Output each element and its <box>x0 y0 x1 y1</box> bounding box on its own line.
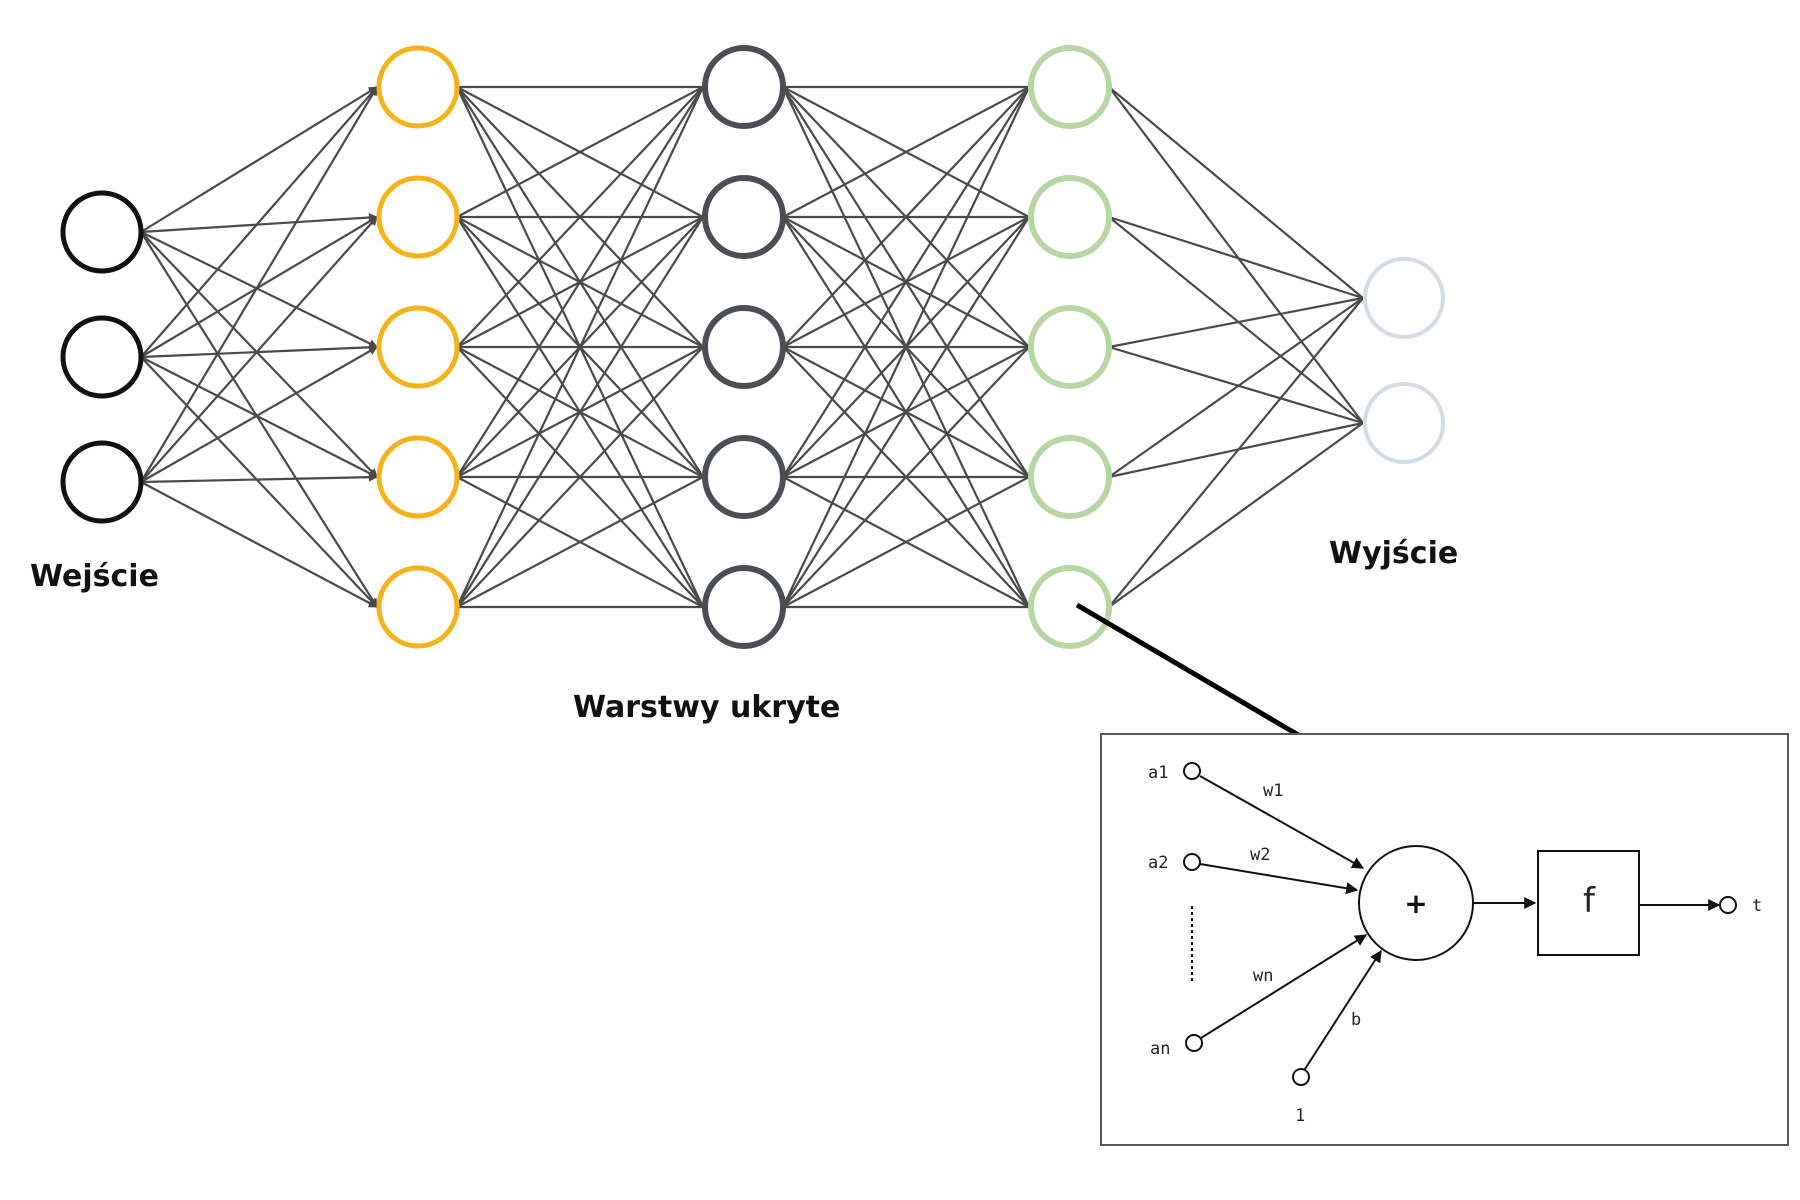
input-node-a1 <box>1183 762 1201 780</box>
connection-l0-0-to-3 <box>140 231 378 478</box>
connection-l1-2-to-0 <box>456 86 704 348</box>
input-neuron-2 <box>60 315 144 399</box>
connection-l3-4-to-1 <box>1108 422 1364 608</box>
weight-edge-wn <box>1200 934 1368 1039</box>
hidden-layers-label: Warstwy ukryte <box>573 690 840 725</box>
hidden-3-neuron-1 <box>1028 45 1112 129</box>
connection-l3-0-to-0 <box>1108 86 1364 299</box>
output-node-t <box>1719 896 1737 914</box>
hidden-1-neuron-3 <box>376 305 460 389</box>
hidden-2-neuron-1 <box>702 45 786 129</box>
input-node-an <box>1185 1034 1203 1052</box>
weight-edge-w2 <box>1199 863 1359 895</box>
connection-l1-4-to-2 <box>456 346 704 608</box>
output-neuron-1 <box>1363 257 1445 339</box>
connection-l3-1-to-0 <box>1108 215 1364 300</box>
connection-l2-4-to-1 <box>782 216 1030 608</box>
hidden-3-neuron-3 <box>1028 305 1112 389</box>
bias-edge <box>1304 949 1382 1070</box>
connection-l2-4-to-2 <box>782 346 1030 608</box>
neuron-model-panel: a1 w1 a2 w2 an wn 1 b + f t <box>1100 733 1789 1146</box>
hidden-1-neuron-1 <box>376 45 460 129</box>
input-neuron-1 <box>60 190 144 274</box>
output-layer-label: Wyjście <box>1329 536 1458 571</box>
weight-label-w1: w1 <box>1263 781 1283 801</box>
connection-l0-2-to-0 <box>140 86 378 483</box>
weight-label-w2: w2 <box>1250 845 1270 865</box>
input-label-a1: a1 <box>1148 763 1168 783</box>
connection-l0-1-to-2 <box>140 342 378 359</box>
connection-l3-0-to-1 <box>1108 86 1364 424</box>
connection-l0-0-to-1 <box>140 213 378 234</box>
hidden-1-neuron-5 <box>376 565 460 649</box>
network-neurons <box>60 45 1445 649</box>
connection-l2-4-to-0 <box>782 86 1030 608</box>
connection-l0-1-to-0 <box>140 86 378 358</box>
connection-l1-3-to-0 <box>456 86 704 478</box>
connection-l3-3-to-0 <box>1108 297 1364 478</box>
connection-l0-1-to-1 <box>140 216 378 358</box>
connection-l3-4-to-0 <box>1108 297 1364 608</box>
bias-input-label: 1 <box>1295 1106 1305 1126</box>
connection-l1-4-to-3 <box>456 476 704 608</box>
network-connections <box>140 85 1364 609</box>
activation-function-box <box>1537 850 1640 956</box>
hidden-3-neuron-5 <box>1028 565 1112 649</box>
connection-l1-4-to-0 <box>456 86 704 608</box>
weight-label-wn: wn <box>1253 966 1273 986</box>
input-node-a2 <box>1183 853 1201 871</box>
weight-edge-w1 <box>1199 775 1365 869</box>
connection-l0-2-to-1 <box>140 216 378 483</box>
input-neuron-3 <box>60 440 144 524</box>
connection-l3-2-to-1 <box>1108 345 1364 425</box>
connection-l3-1-to-1 <box>1108 216 1364 424</box>
hidden-2-neuron-5 <box>702 565 786 649</box>
connection-l0-1-to-4 <box>140 356 378 608</box>
connection-l2-2-to-0 <box>782 86 1030 348</box>
hidden-3-neuron-4 <box>1028 435 1112 519</box>
connection-l0-1-to-3 <box>140 356 378 478</box>
connection-l2-3-to-0 <box>782 86 1030 478</box>
hidden-3-neuron-2 <box>1028 175 1112 259</box>
activation-function-symbol: f <box>1583 881 1596 921</box>
output-label-t: t <box>1752 896 1762 916</box>
connection-l0-2-to-3 <box>140 472 378 484</box>
input-label-a2: a2 <box>1148 853 1168 873</box>
connection-l3-3-to-1 <box>1108 421 1364 479</box>
output-neuron-2 <box>1363 382 1445 464</box>
connection-l0-2-to-4 <box>140 481 378 608</box>
input-label-an: an <box>1150 1039 1170 1059</box>
hidden-2-neuron-4 <box>702 435 786 519</box>
bias-input-node <box>1292 1068 1310 1086</box>
summation-symbol: + <box>1404 887 1427 920</box>
connection-l1-4-to-1 <box>456 216 704 608</box>
connection-l0-0-to-4 <box>140 231 378 608</box>
connection-l2-4-to-3 <box>782 476 1030 608</box>
connection-l3-2-to-0 <box>1108 296 1364 349</box>
hidden-1-neuron-4 <box>376 435 460 519</box>
bias-label: b <box>1351 1010 1361 1030</box>
connection-l0-0-to-0 <box>140 86 378 233</box>
hidden-1-neuron-2 <box>376 175 460 259</box>
hidden-2-neuron-2 <box>702 175 786 259</box>
hidden-2-neuron-3 <box>702 305 786 389</box>
connection-l0-0-to-2 <box>140 231 378 348</box>
connection-l1-1-to-0 <box>456 86 704 218</box>
connection-l0-2-to-2 <box>140 346 378 483</box>
connection-l2-1-to-0 <box>782 86 1030 218</box>
input-layer-label: Wejście <box>30 559 159 594</box>
